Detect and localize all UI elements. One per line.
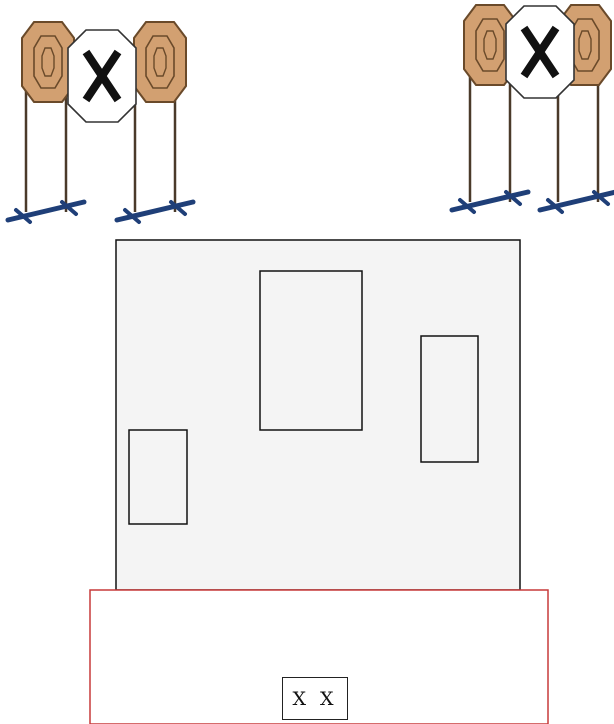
steel-target-left-2 (134, 22, 186, 102)
window-opening-center (260, 271, 362, 430)
steel-target-left-1 (22, 22, 74, 102)
no-shoot-octagon-icon (506, 6, 574, 98)
window-opening-right (421, 336, 478, 462)
window-opening-left (129, 430, 187, 524)
right-target-array (452, 5, 614, 212)
shooting-box-label: X X (282, 677, 348, 720)
right-stand-1 (452, 72, 528, 212)
no-shoot-octagon-icon (68, 30, 136, 122)
left-target-array (8, 22, 193, 222)
